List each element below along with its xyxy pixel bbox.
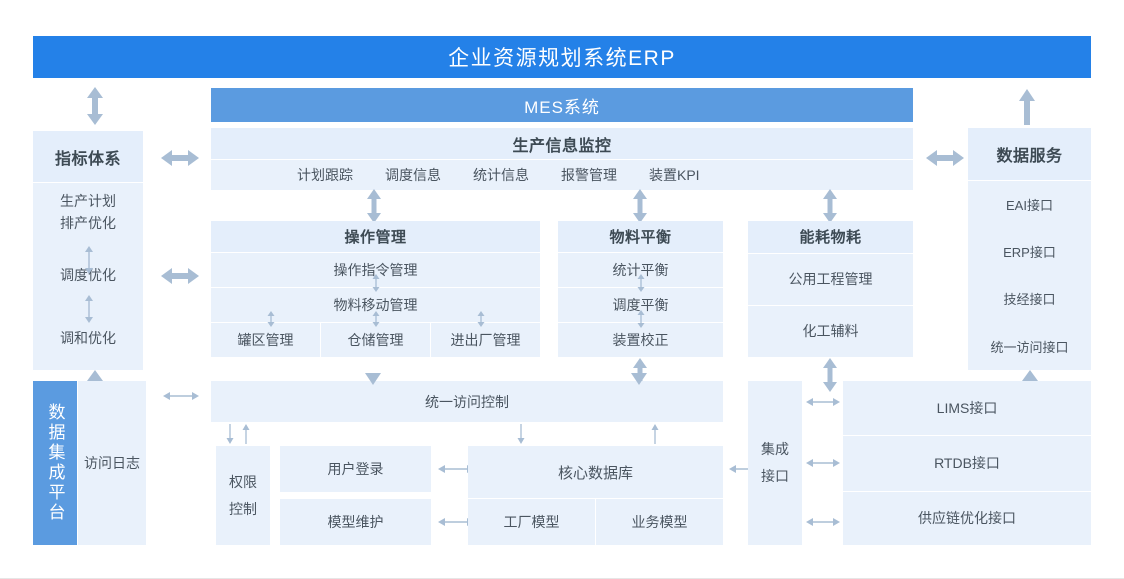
monitor-item-plan-tracking[interactable]: 计划跟踪 — [297, 167, 353, 184]
erp-interface[interactable]: ERP接口 — [968, 228, 1091, 275]
arrow-monitor-dataservice — [925, 147, 965, 169]
permission-control-line-1: 权限 — [229, 473, 257, 490]
arrow-indicator-monitor — [160, 147, 200, 169]
integration-interface[interactable]: 集成 接口 — [748, 381, 802, 545]
arrow-platform-access-control — [163, 390, 199, 402]
dispatch-balance[interactable]: 调度平衡 — [558, 287, 723, 323]
production-monitor-header: 生产信息监控 — [211, 128, 913, 161]
monitor-item-statistics-info[interactable]: 统计信息 — [473, 167, 529, 184]
business-model[interactable]: 业务模型 — [596, 498, 723, 545]
statistical-balance[interactable]: 统计平衡 — [558, 253, 723, 288]
rtdb-interface[interactable]: RTDB接口 — [843, 436, 1091, 492]
monitor-item-device-kpi[interactable]: 装置KPI — [649, 167, 700, 184]
indicator-system-header: 指标体系 — [33, 131, 143, 182]
device-calibration[interactable]: 装置校正 — [558, 322, 723, 358]
arrow-integration-lims — [806, 396, 840, 408]
energy-consumption-panel: 能耗物耗 公用工程管理 化工辅料 — [748, 221, 913, 357]
operation-instruction-management[interactable]: 操作指令管理 — [211, 253, 540, 288]
in-out-plant-management[interactable]: 进出厂管理 — [431, 322, 540, 358]
tank-farm-management[interactable]: 罐区管理 — [211, 322, 321, 358]
arrow-monitor-energy — [819, 188, 841, 224]
indicator-item-production-plan[interactable]: 生产计划 排产优化 — [33, 183, 143, 243]
material-balance-panel: 物料平衡 统计平衡 调度平衡 装置校正 — [558, 221, 723, 358]
unified-access-control-bar[interactable]: 统一访问控制 — [211, 381, 723, 422]
data-service-panel: 数据服务 — [968, 128, 1091, 180]
material-balance-header: 物料平衡 — [558, 221, 723, 254]
indicator-item-line-1: 生产计划 — [60, 193, 116, 210]
arrow-energy-integration — [819, 357, 841, 393]
arrow-pair-permission — [224, 424, 258, 444]
permission-control[interactable]: 权限 控制 — [216, 446, 270, 545]
arrow-indicator-operation — [160, 265, 200, 287]
core-database-header: 核心数据库 — [468, 446, 723, 498]
indicator-system-panel: 指标体系 — [33, 131, 143, 182]
warehouse-management[interactable]: 仓储管理 — [321, 322, 431, 358]
material-movement-management[interactable]: 物料移动管理 — [211, 287, 540, 323]
unified-access-interface[interactable]: 统一访问接口 — [968, 322, 1091, 370]
user-login[interactable]: 用户登录 — [280, 446, 431, 492]
technical-economic-interface[interactable]: 技经接口 — [968, 275, 1091, 322]
mes-banner: MES系统 — [211, 88, 913, 122]
arrow-indicator-up-down — [82, 86, 108, 126]
monitor-item-dispatch-info[interactable]: 调度信息 — [385, 167, 441, 184]
access-log[interactable]: 访问日志 — [78, 381, 146, 545]
interface-list-panel: LIMS接口 RTDB接口 供应链优化接口 — [843, 381, 1091, 545]
indicator-item-blending-optimization[interactable]: 调和优化 — [33, 306, 143, 370]
eai-interface[interactable]: EAI接口 — [968, 181, 1091, 228]
arrow-down-core-db — [516, 424, 526, 444]
utility-engineering-management[interactable]: 公用工程管理 — [748, 253, 913, 306]
indicator-system-items: 生产计划 排产优化 调度优化 调和优化 — [33, 183, 143, 370]
data-service-header: 数据服务 — [968, 128, 1091, 180]
monitor-item-alarm-management[interactable]: 报警管理 — [561, 167, 617, 184]
arrow-monitor-operation — [363, 188, 385, 224]
indicator-item-line-2: 排产优化 — [60, 215, 116, 231]
core-database-panel: 核心数据库 工厂模型 业务模型 — [468, 446, 723, 545]
erp-banner: 企业资源规划系统ERP — [33, 36, 1091, 78]
data-integration-platform: 数据集成平台 — [33, 381, 77, 545]
data-service-items: EAI接口 ERP接口 技经接口 统一访问接口 — [968, 181, 1091, 370]
operation-bottom-row: 罐区管理 仓储管理 进出厂管理 — [211, 322, 540, 358]
factory-model[interactable]: 工厂模型 — [468, 498, 596, 545]
arrow-integration-supplychain — [806, 516, 840, 528]
arrow-dataservice-up — [1014, 88, 1040, 126]
integration-interface-line-2: 接口 — [761, 468, 789, 484]
indicator-item-dispatch-optimization[interactable]: 调度优化 — [33, 243, 143, 306]
operation-management-panel: 操作管理 操作指令管理 物料移动管理 罐区管理 仓储管理 进出厂管理 — [211, 221, 540, 358]
lims-interface[interactable]: LIMS接口 — [843, 381, 1091, 437]
production-monitor-items: 计划跟踪 调度信息 统计信息 报警管理 装置KPI — [211, 160, 913, 190]
production-monitor-panel: 生产信息监控 计划跟踪 调度信息 统计信息 报警管理 装置KPI — [211, 128, 913, 190]
model-maintenance[interactable]: 模型维护 — [280, 499, 431, 545]
supply-chain-optimization-interface[interactable]: 供应链优化接口 — [843, 491, 1091, 545]
permission-control-line-2: 控制 — [229, 500, 257, 517]
arrow-monitor-material — [629, 188, 651, 224]
operation-management-header: 操作管理 — [211, 221, 540, 254]
core-database-models: 工厂模型 业务模型 — [468, 498, 723, 545]
energy-consumption-header: 能耗物耗 — [748, 221, 913, 254]
chemical-auxiliary-material[interactable]: 化工辅料 — [748, 305, 913, 357]
arrow-integration-rtdb — [806, 457, 840, 469]
arrow-up-core-db — [650, 424, 660, 444]
integration-interface-line-1: 集成 — [761, 441, 789, 458]
